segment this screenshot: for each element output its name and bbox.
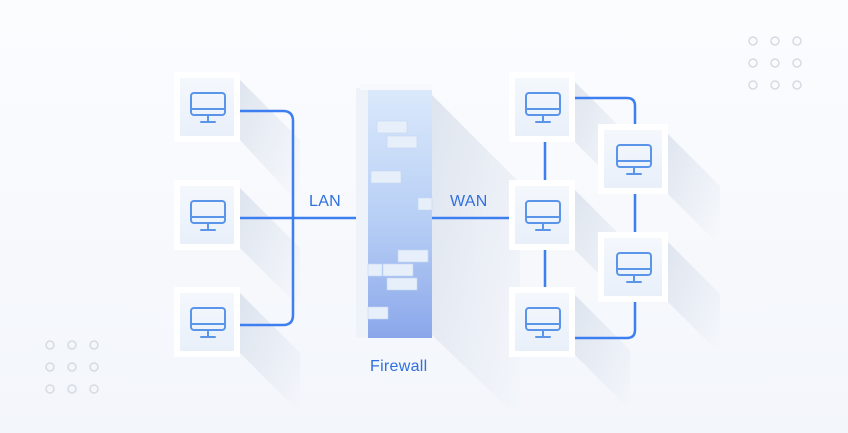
wan-links	[430, 96, 637, 340]
dot-grid-top-right	[748, 36, 802, 90]
lan-label: LAN	[309, 193, 342, 210]
firewall-label: Firewall	[370, 358, 428, 375]
wan-computer-3	[509, 287, 575, 357]
firewall	[356, 84, 433, 338]
dot-grid-bottom-left	[45, 340, 99, 394]
wan-computer-1	[509, 72, 575, 142]
wan-label: WAN	[450, 193, 488, 210]
firewall-bricks	[367, 120, 433, 320]
wan-computer-4	[598, 124, 668, 194]
lan-computer-3	[174, 287, 240, 357]
lan-computer-1	[174, 72, 240, 142]
lan-computer-2	[174, 180, 240, 250]
wan-computer-5	[598, 232, 668, 302]
wan-computer-2	[509, 180, 575, 250]
lan-links	[238, 109, 362, 327]
